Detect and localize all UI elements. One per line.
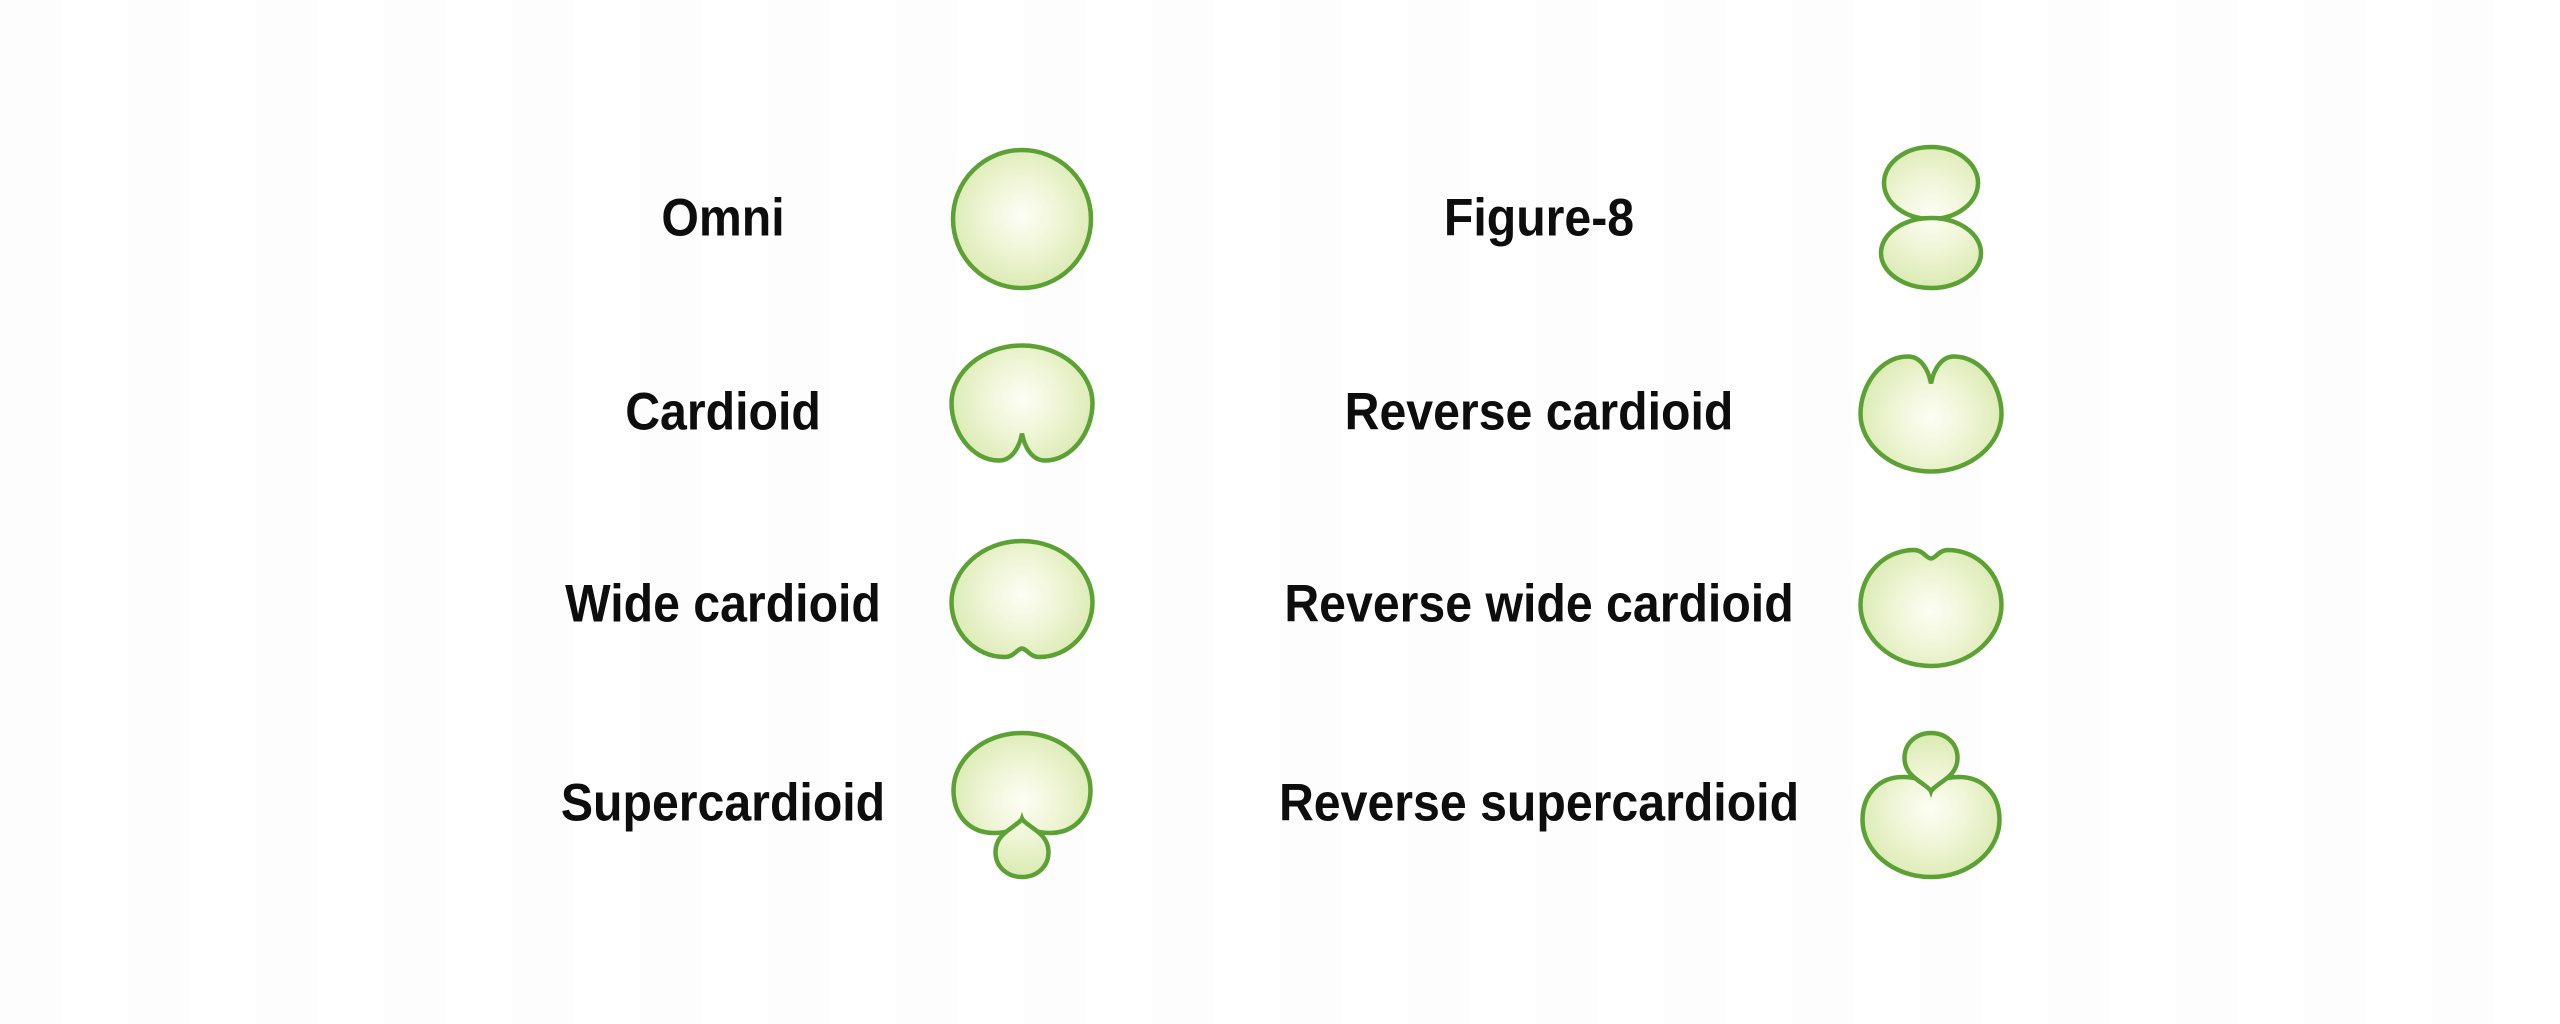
wide-cardioid-pattern-icon (949, 538, 1095, 660)
label-supercardioid: Supercardioid (560, 773, 886, 833)
reverse-wide-cardioid-pattern-icon (1858, 547, 2004, 669)
cardioid-pattern-icon (949, 343, 1095, 463)
label-reverse-wide-cardioid: Reverse wide cardioid (1284, 574, 1794, 634)
label-reverse-cardioid: Reverse cardioid (1344, 382, 1734, 442)
omni-pattern-icon (950, 147, 1094, 291)
figure-8-pattern-icon (1878, 144, 1984, 291)
label-reverse-supercardioid: Reverse supercardioid (1278, 773, 1800, 833)
reverse-cardioid-pattern-icon (1858, 354, 2004, 474)
label-figure-8: Figure-8 (1443, 188, 1635, 248)
supercardioid-pattern-icon (951, 730, 1093, 880)
label-cardioid: Cardioid (625, 382, 821, 442)
reverse-supercardioid-pattern-icon (1860, 730, 2002, 880)
label-wide-cardioid: Wide cardioid (565, 574, 881, 634)
label-omni: Omni (661, 188, 785, 248)
